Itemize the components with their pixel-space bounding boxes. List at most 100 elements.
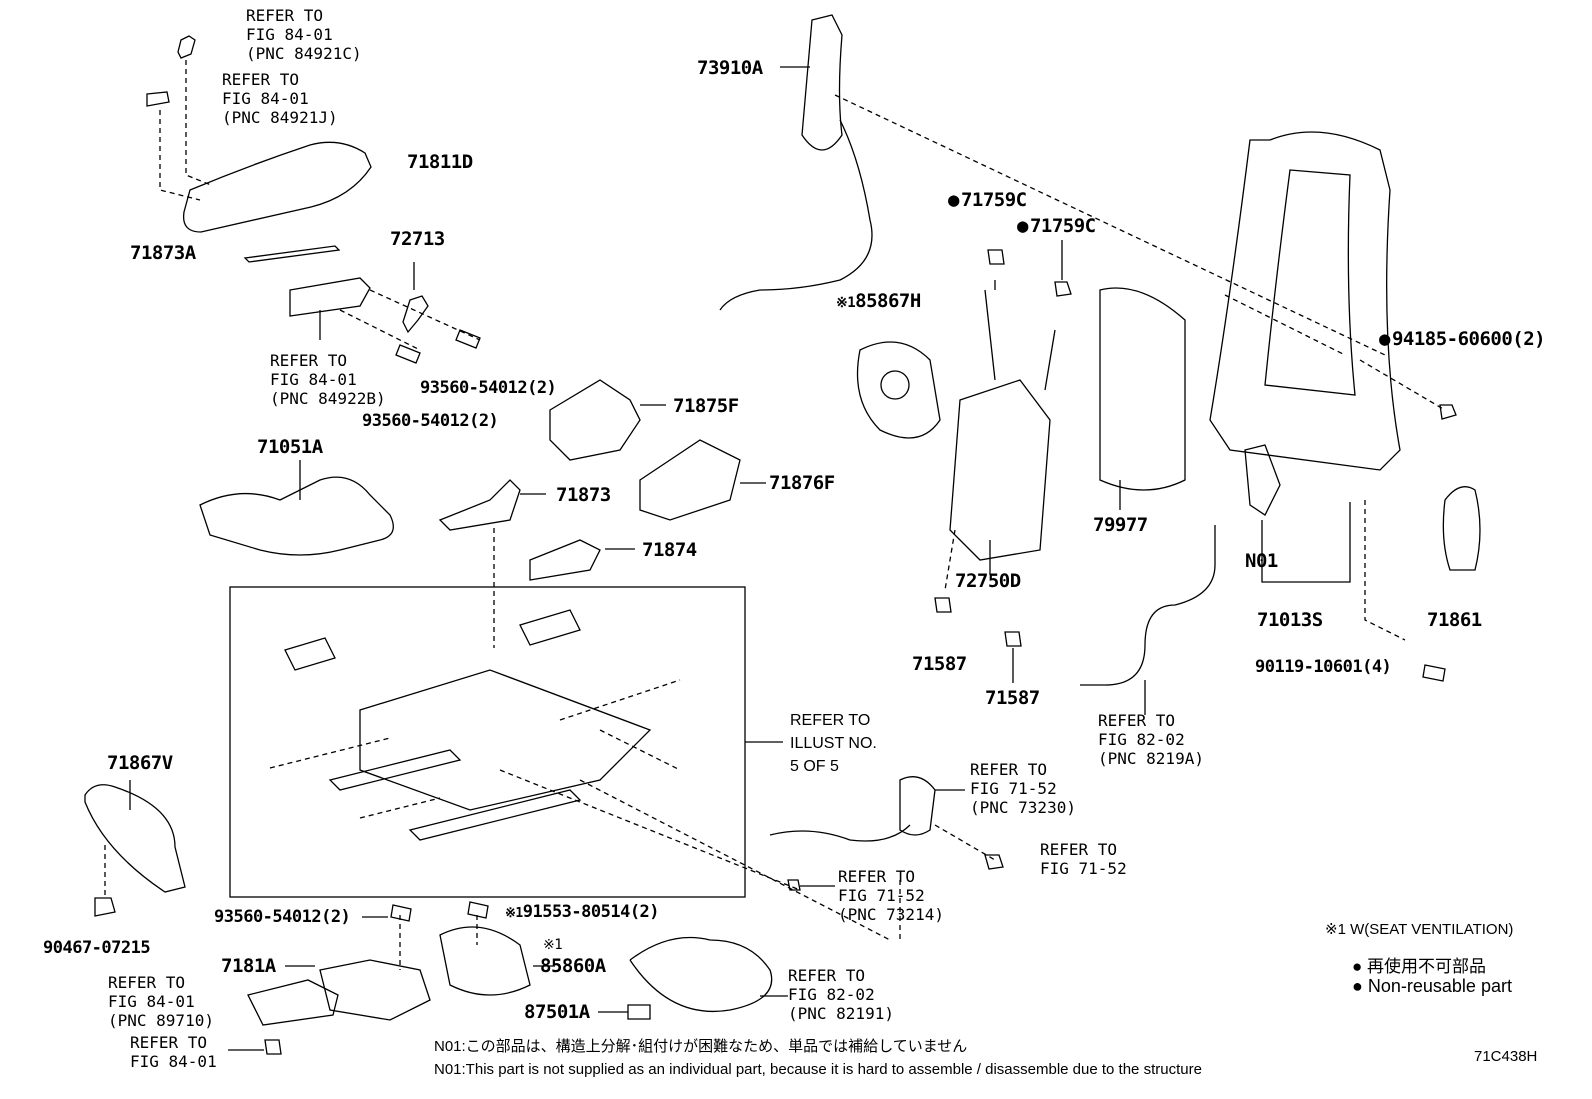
part-label-71587-b: 71587 — [985, 687, 1040, 709]
part-label-85860a-mark: ※1 — [543, 937, 563, 953]
shield-71867v — [84, 784, 186, 893]
adjuster-frame — [359, 669, 652, 811]
ref-7152: REFER TO FIG 71-52 — [1040, 840, 1127, 878]
nut-7152 — [984, 854, 1004, 870]
ref-73214: REFER TO FIG 71-52 (PNC 73214) — [838, 867, 944, 924]
part-label-72750d: 72750D — [955, 570, 1021, 592]
harness-8219a — [1080, 525, 1216, 686]
box-87501a — [627, 1004, 651, 1020]
bolt-90119 — [1422, 664, 1446, 682]
wire-harness — [719, 119, 873, 311]
ref-82191: REFER TO FIG 82-02 (PNC 82191) — [788, 966, 894, 1023]
part-label-71867v: 71867V — [107, 752, 173, 774]
ref-illust: REFER TO ILLUST NO. 5 OF 5 — [790, 712, 877, 775]
lumbar-switch-knob — [146, 91, 170, 107]
part-label-71873: 71873 — [556, 484, 611, 506]
bracket-72713 — [402, 295, 429, 334]
filled-circle-icon: ● — [1352, 957, 1367, 976]
ref-84921j: REFER TO FIG 84-01 (PNC 84921J) — [222, 70, 338, 127]
n01-note-en: N01:This part is not supplied as an indi… — [434, 1061, 1202, 1078]
buckle-73230 — [899, 776, 936, 836]
ref-84921c: REFER TO FIG 84-01 (PNC 84921C) — [246, 6, 362, 63]
lumbar-switch-small — [177, 35, 196, 59]
bracket-71874 — [529, 539, 601, 581]
bolt-91553 — [467, 901, 489, 919]
part-label-93560-b: 93560-54012(2) — [362, 411, 499, 431]
part-label-85867h: ※185867H — [836, 290, 921, 312]
fan-85860a — [439, 926, 531, 996]
motor-n01 — [1244, 444, 1281, 516]
part-label-7181a: 7181A — [221, 955, 276, 977]
ref-89710: REFER TO FIG 84-01 (PNC 89710) — [108, 973, 214, 1030]
ref-84922b: REFER TO FIG 84-01 (PNC 84922B) — [270, 351, 386, 408]
bolt-a — [395, 344, 421, 364]
ref-73230: REFER TO FIG 71-52 (PNC 73230) — [970, 760, 1076, 817]
part-label-71873a: 71873A — [130, 242, 196, 264]
part-label-93560-c: 93560-54012(2) — [214, 907, 351, 927]
filled-circle-icon: ● — [1352, 976, 1368, 996]
part-label-72713: 72713 — [390, 228, 445, 250]
diagram-id: 71C438H — [1474, 1048, 1538, 1065]
part-label-91553: ※191553-80514(2) — [505, 902, 660, 922]
part-label-93560-a: 93560-54012(2) — [420, 378, 557, 398]
clip-71759c-a — [987, 249, 1005, 265]
part-label-71759c-a: 71759C — [948, 190, 1027, 210]
motor-a — [284, 637, 336, 671]
part-label-71876f: 71876F — [769, 472, 835, 494]
part-label-71874: 71874 — [642, 539, 697, 561]
part-label-94185: 94185-60600(2) — [1379, 329, 1546, 349]
bracket-71875f — [549, 379, 641, 461]
part-label-73910a: 73910A — [697, 57, 763, 79]
rail-lower — [408, 789, 582, 841]
part-label-n01: N01 — [1245, 550, 1278, 572]
clip-94185 — [1439, 404, 1457, 420]
ecu-89710 — [247, 979, 339, 1026]
harness-82191 — [629, 936, 773, 1013]
frame-inner — [1264, 169, 1356, 396]
part-label-71875f: 71875F — [673, 395, 739, 417]
bracket-71876f — [639, 439, 741, 521]
part-label-71051a: 71051A — [257, 436, 323, 458]
clip-90467 — [94, 897, 116, 917]
pad-79977 — [1099, 287, 1186, 491]
part-label-71861: 71861 — [1427, 609, 1482, 631]
star1-legend: ※1 W(SEAT VENTILATION) — [1325, 921, 1514, 938]
part-label-87501a: 87501A — [524, 1001, 590, 1023]
bracket-7181a — [319, 959, 431, 1021]
ref-8401: REFER TO FIG 84-01 — [130, 1033, 217, 1071]
clip-71587-b — [1004, 631, 1022, 647]
reference-mark-icon: ※1 — [836, 295, 856, 311]
reference-mark-icon: ※1 — [505, 906, 523, 921]
seatback-frame — [1209, 131, 1401, 471]
side-airbag-73910a — [801, 14, 843, 151]
part-label-85860a: 85860A — [540, 955, 606, 977]
frame-71051a — [199, 476, 394, 556]
belt-cable — [769, 824, 911, 842]
bolt-b — [455, 329, 481, 349]
rail-upper — [328, 749, 462, 791]
clip-71759c-b — [1054, 281, 1072, 297]
part-label-71587-a: 71587 — [912, 653, 967, 675]
seat-side-cover-71811d — [182, 141, 372, 233]
part-label-90467: 90467-07215 — [43, 938, 151, 958]
clip-73214 — [787, 879, 801, 891]
seat-adjuster-frame-box — [229, 586, 746, 898]
lumbar-72750d — [949, 379, 1051, 561]
n01-note-jp: N01:この部品は、構造上分解･組付けが困難なため、単品では補給していません — [434, 1038, 968, 1055]
part-label-79977: 79977 — [1093, 514, 1148, 536]
bolt-8401 — [264, 1039, 282, 1055]
module-84922b — [289, 277, 371, 317]
part-label-71759c-b: 71759C — [1017, 216, 1096, 236]
part-label-90119: 90119-10601(4) — [1255, 657, 1392, 677]
part-label-71013s: 71013S — [1257, 609, 1323, 631]
part-label-71811d: 71811D — [407, 151, 473, 173]
clip-71587-a — [934, 597, 952, 613]
cover-71861 — [1442, 486, 1481, 571]
non-reusable-legend-en: ● Non-reusable part — [1352, 976, 1512, 996]
bracket-71873 — [438, 479, 521, 531]
fan-85867h — [856, 341, 941, 439]
non-reusable-legend-jp: ● 再使用不可部品 — [1352, 957, 1486, 976]
motor-b — [519, 609, 581, 646]
bolt-93560-c — [390, 904, 412, 922]
